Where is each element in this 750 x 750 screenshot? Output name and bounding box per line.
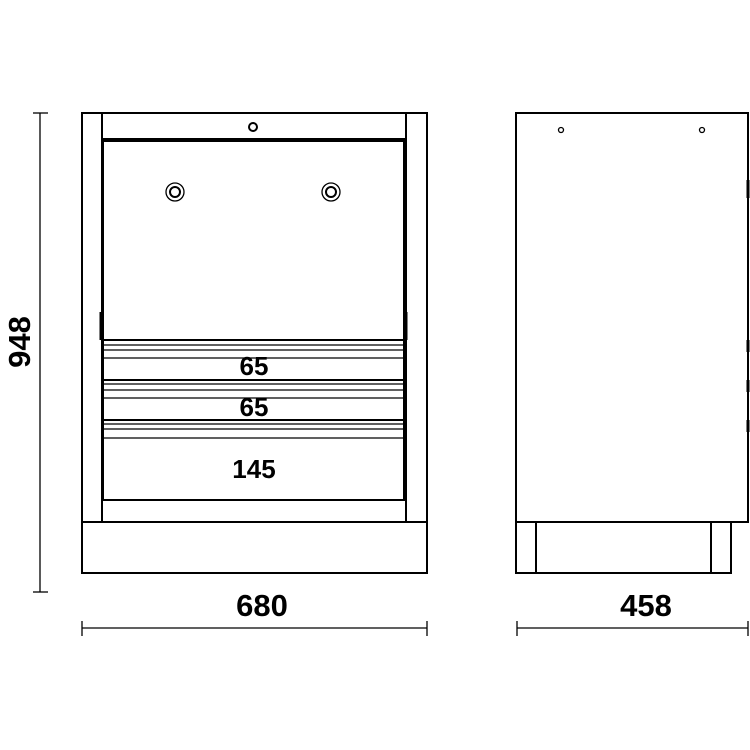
mounting-hole-icon: [698, 126, 706, 134]
depth-dimension: 458: [516, 588, 749, 636]
drawer-height-label: 65: [240, 351, 269, 381]
width-dimension: 680: [81, 588, 428, 636]
drawer: 145: [102, 419, 405, 501]
drawer-height-label: 65: [240, 392, 269, 422]
mounting-hole-icon: [557, 126, 565, 134]
lock-icon: [248, 122, 258, 132]
depth-label: 458: [620, 588, 672, 623]
front-view: 65 65 145: [81, 112, 428, 574]
height-dimension: 948: [2, 112, 48, 593]
height-label: 948: [2, 316, 37, 368]
side-view: [515, 112, 750, 574]
knob-icon: [321, 182, 341, 202]
drawer: 65: [102, 379, 405, 422]
knob-icon: [165, 182, 185, 202]
width-label: 680: [236, 588, 288, 623]
wall-cabinet-door: [99, 140, 408, 341]
drawer: 65: [102, 339, 405, 381]
drawer-height-label: 145: [232, 454, 275, 484]
